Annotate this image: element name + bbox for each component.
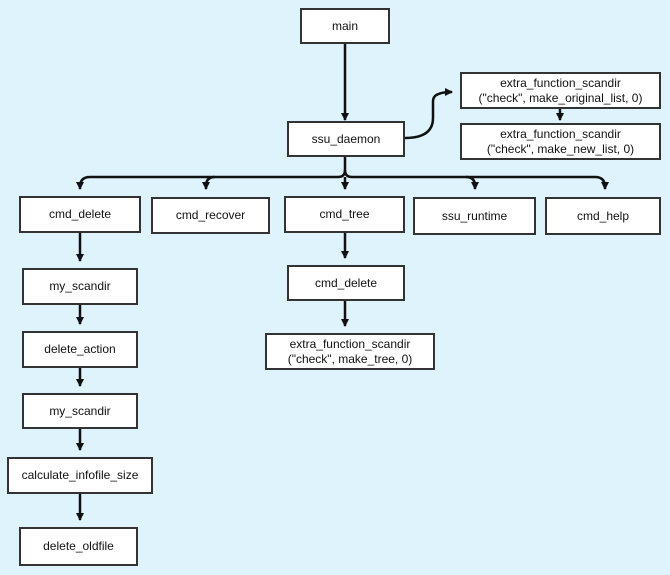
node-calculate-infofile-size-label: calculate_infofile_size: [21, 468, 139, 482]
node-cmd-delete-label: cmd_delete: [48, 207, 112, 221]
node-calculate-infofile-size: calculate_infofile_size: [7, 457, 153, 494]
node-my-scandir-1: my_scandir: [22, 268, 138, 305]
node-cmd-recover-label: cmd_recover: [175, 208, 246, 222]
node-ssu-daemon-label: ssu_daemon: [311, 131, 381, 146]
node-delete-action-label: delete_action: [44, 342, 116, 356]
edge-ssu-daemon-right: [343, 169, 609, 190]
node-delete-oldfile-label: delete_oldfile: [43, 539, 114, 553]
node-delete-oldfile: delete_oldfile: [19, 527, 138, 566]
node-main: main: [300, 8, 390, 44]
node-tree-cmd-delete-label: cmd_delete: [314, 275, 378, 290]
node-ssu-daemon: ssu_daemon: [287, 121, 405, 157]
node-my-scandir-2-label: my_scandir: [49, 403, 111, 418]
node-ssu-runtime-label: ssu_runtime: [441, 208, 508, 223]
node-extra-original-line2: ("check", make_original_list, 0): [478, 90, 643, 105]
node-tree-cmd-delete: cmd_delete: [287, 265, 405, 301]
node-my-scandir-1-label: my_scandir: [49, 279, 111, 293]
node-ssu-runtime: ssu_runtime: [413, 197, 536, 235]
node-delete-action: delete_action: [22, 331, 138, 368]
edge-ssu-daemon-to-extra-original: [404, 88, 453, 140]
node-extra-original-line1: extra_function_scandir: [500, 75, 621, 90]
node-cmd-recover: cmd_recover: [151, 197, 270, 234]
node-extra-new-line1: extra_function_scandir: [500, 126, 621, 141]
node-cmd-tree-label: cmd_tree: [319, 207, 370, 221]
node-cmd-tree: cmd_tree: [284, 196, 405, 233]
node-extra-scandir-tree: extra_function_scandir ("check", make_tr…: [265, 333, 435, 370]
node-extra-tree-line1: extra_function_scandir: [289, 336, 411, 351]
node-cmd-delete: cmd_delete: [19, 196, 141, 233]
node-extra-tree-line2: ("check", make_tree, 0): [287, 351, 413, 366]
edge-ssu-daemon-to-ssu-runtime: [465, 175, 479, 190]
node-cmd-help: cmd_help: [545, 197, 661, 235]
node-cmd-help-label: cmd_help: [576, 208, 630, 223]
node-my-scandir-2: my_scandir: [22, 393, 138, 429]
node-extra-new-line2: ("check", make_new_list, 0): [486, 141, 635, 156]
node-main-label: main: [331, 18, 358, 33]
node-extra-scandir-new-list: extra_function_scandir ("check", make_ne…: [460, 123, 661, 160]
edge-ssu-daemon-trunk: [76, 156, 347, 190]
node-extra-scandir-original-list: extra_function_scandir ("check", make_or…: [460, 72, 661, 109]
edge-ssu-daemon-to-cmd-recover: [202, 175, 216, 190]
